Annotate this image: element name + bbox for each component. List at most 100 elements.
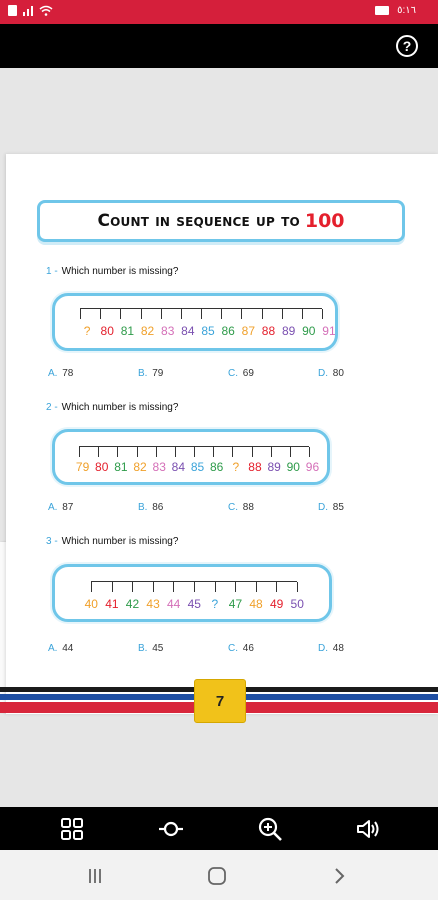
number-line-number: 85 <box>201 324 215 338</box>
app-bar: ? <box>0 24 438 68</box>
number-line-tick <box>232 447 234 457</box>
answer-option[interactable]: A. 78 <box>48 368 73 379</box>
number-line-tick <box>281 309 283 319</box>
number-line-tick <box>297 582 298 592</box>
option-letter: A. <box>48 502 58 513</box>
status-icons-left <box>8 5 53 16</box>
number-line-tick <box>160 309 162 319</box>
page-title: Count in sequence up to <box>97 211 300 231</box>
option-value: 44 <box>59 643 74 654</box>
option-value: 87 <box>59 502 74 513</box>
number-line-tick <box>152 582 154 592</box>
option-letter: C. <box>228 643 238 654</box>
answer-option[interactable]: B. 79 <box>138 368 163 379</box>
back-icon[interactable] <box>326 863 352 889</box>
number-line-number: 83 <box>152 460 166 474</box>
number-line-tick <box>180 309 182 319</box>
answer-option[interactable]: C. 69 <box>228 368 254 379</box>
page-number-tab: 7 <box>194 679 246 723</box>
option-letter: D. <box>318 368 328 379</box>
speaker-icon[interactable] <box>354 815 382 843</box>
home-icon[interactable] <box>204 863 230 889</box>
question-number: 1 - <box>46 266 58 277</box>
option-value: 69 <box>240 368 254 379</box>
answer-option[interactable]: A. 44 <box>48 643 73 654</box>
number-line-tick <box>221 309 223 319</box>
number-line-tick <box>255 582 257 592</box>
number-line-number: 84 <box>171 460 186 474</box>
number-line-tick <box>194 582 195 592</box>
number-line-tick <box>270 447 272 457</box>
missing-number: ? <box>211 597 219 611</box>
number-line-tick <box>173 582 175 592</box>
number-line-tick <box>136 447 138 457</box>
number-line-number: 86 <box>209 460 224 474</box>
number-line-ruler <box>79 446 310 458</box>
zoom-in-icon[interactable] <box>256 815 284 843</box>
number-line-number: 90 <box>286 460 300 474</box>
number-line-number: 45 <box>187 597 201 611</box>
option-value: 45 <box>149 643 164 654</box>
page-title-number: 100 <box>304 210 345 232</box>
number-line-number: 86 <box>221 324 235 338</box>
page-ribbon: 7 <box>0 679 438 723</box>
number-line-tick <box>301 309 303 319</box>
rotate-icon[interactable] <box>157 815 185 843</box>
number-line-number: 80 <box>100 324 114 338</box>
reader-toolbar <box>0 807 438 850</box>
number-line-tick <box>132 582 134 592</box>
answer-option[interactable]: B. 45 <box>138 643 163 654</box>
question-text: Which number is missing? <box>61 536 179 547</box>
answer-option[interactable]: C. 46 <box>228 643 254 654</box>
question-1: 1 -Which number is missing? <box>46 266 178 277</box>
system-navigation-bar <box>0 850 438 900</box>
number-line-tick <box>98 447 100 457</box>
answer-option[interactable]: A. 87 <box>48 502 73 513</box>
number-line-tick <box>117 447 119 457</box>
number-line-number: 49 <box>269 597 284 611</box>
number-line-number: 43 <box>146 597 160 611</box>
missing-number: ? <box>232 460 240 474</box>
number-line-number: 96 <box>305 460 320 474</box>
wifi-icon <box>39 5 53 16</box>
number-line-number: 47 <box>228 597 243 611</box>
question-number: 2 - <box>46 402 58 413</box>
number-line-number: 88 <box>248 460 262 474</box>
help-button[interactable]: ? <box>396 35 418 57</box>
number-line-tick <box>289 447 291 457</box>
number-line-number: 89 <box>267 460 281 474</box>
recent-apps-icon[interactable] <box>82 863 108 889</box>
question-2: 2 -Which number is missing? <box>46 402 178 413</box>
answer-option[interactable]: D. 80 <box>318 368 344 379</box>
missing-number: ? <box>83 324 91 338</box>
reader-area[interactable]: Count in sequence up to 100 1 -Which num… <box>0 68 438 808</box>
help-icon: ? <box>402 38 412 54</box>
sim-icon <box>8 5 17 16</box>
previous-page-edge[interactable] <box>0 542 6 712</box>
number-line-number: 40 <box>84 597 98 611</box>
number-line-tick <box>214 582 216 592</box>
number-line-number: 91 <box>322 324 336 338</box>
option-value: 48 <box>330 643 344 654</box>
status-icons-right: ٥:١٦ <box>375 5 416 16</box>
number-line-number: 90 <box>302 324 316 338</box>
book-page[interactable]: Count in sequence up to 100 1 -Which num… <box>6 154 438 714</box>
option-value: 86 <box>149 502 164 513</box>
question-number: 3 - <box>46 536 58 547</box>
number-line-number: 83 <box>161 324 175 338</box>
answer-option[interactable]: B. 86 <box>138 502 163 513</box>
signal-icon <box>23 5 33 16</box>
number-line-tick <box>241 309 243 319</box>
answer-option[interactable]: D. 48 <box>318 643 344 654</box>
number-line-tick <box>201 309 202 319</box>
option-letter: C. <box>228 502 238 513</box>
number-line-number: 44 <box>166 597 181 611</box>
grid-view-icon[interactable] <box>58 815 86 843</box>
answer-option[interactable]: D. 85 <box>318 502 344 513</box>
option-letter: A. <box>48 368 58 379</box>
image-icon <box>375 6 390 15</box>
question-3: 3 -Which number is missing? <box>46 536 178 547</box>
page-title-box: Count in sequence up to 100 <box>37 200 405 242</box>
answer-option[interactable]: C. 88 <box>228 502 254 513</box>
